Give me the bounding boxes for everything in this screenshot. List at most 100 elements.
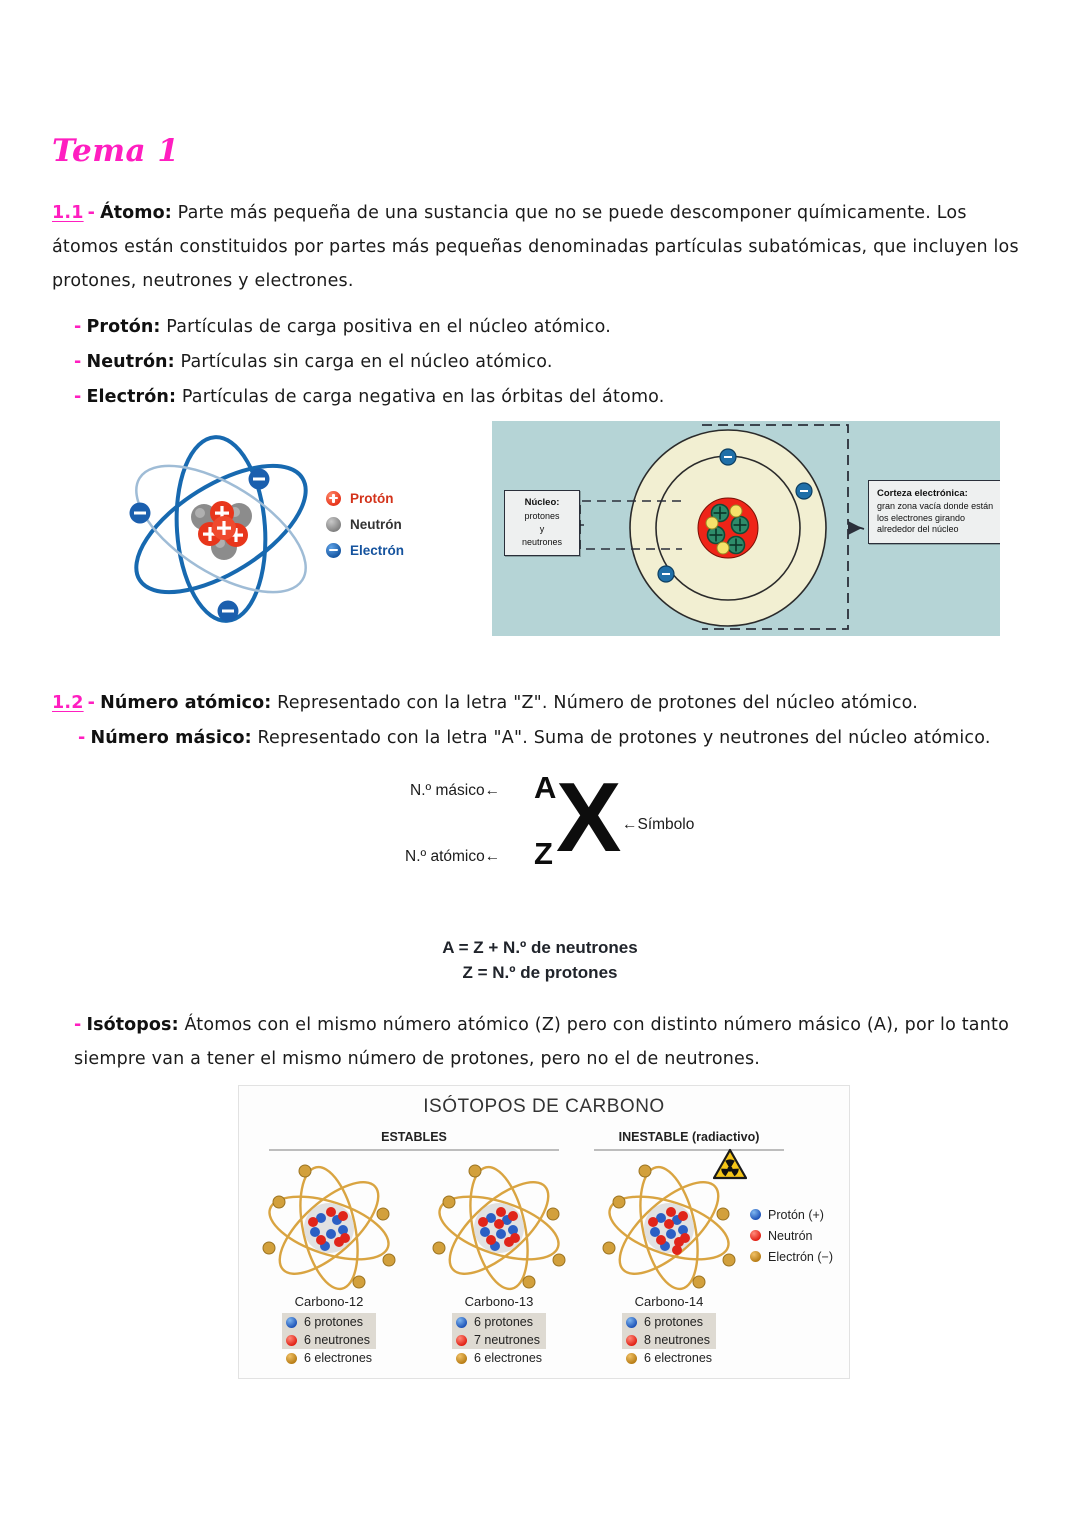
isotope-column-c13: Carbono-13 6 protones 7 neutrones 6 elec… bbox=[419, 1294, 579, 1369]
isotope-row-label: 6 protones bbox=[303, 1315, 364, 1329]
section-body: Parte más pequeña de una sustancia que n… bbox=[52, 203, 1019, 291]
isotopes-note: -Isótopos: Átomos con el mismo número at… bbox=[74, 1008, 1059, 1076]
blue-sphere-icon bbox=[625, 1316, 637, 1328]
callout-line: alrededor del núcleo bbox=[877, 524, 959, 534]
isotope-row: 6 electrones bbox=[282, 1349, 376, 1367]
bullet-neutron: -Neutrón: Partículas sin carga en el núc… bbox=[74, 345, 1034, 379]
isotope-atoms-svg bbox=[262, 1164, 736, 1291]
blue-sphere-icon bbox=[750, 1209, 762, 1220]
bullet-proton: -Protón: Partículas de carga positiva en… bbox=[74, 310, 1034, 344]
minus-circle-icon bbox=[326, 542, 341, 558]
bullet-body: Partículas de carga negativa en las órbi… bbox=[181, 387, 665, 407]
red-sphere-icon bbox=[285, 1334, 297, 1346]
red-sphere-icon bbox=[455, 1334, 467, 1346]
atomic-number-label: N.º atómico← bbox=[405, 848, 500, 866]
isotope-row: 6 electrones bbox=[452, 1349, 546, 1367]
callout-electron-shell: Corteza electrónica: gran zona vacía don… bbox=[868, 480, 1000, 544]
section-1-1: 1.1-Átomo: Parte más pequeña de una sust… bbox=[52, 196, 1037, 298]
mass-number-label: N.º másico← bbox=[410, 782, 500, 800]
electron-particles bbox=[129, 468, 270, 622]
legend-label: Protón (+) bbox=[768, 1207, 824, 1222]
isotope-row-label: 7 neutrones bbox=[473, 1333, 540, 1347]
red-sphere-icon bbox=[625, 1334, 637, 1346]
bullet-dash: - bbox=[74, 317, 82, 337]
gold-sphere-icon bbox=[750, 1251, 762, 1262]
isotope-row-label: 6 protones bbox=[643, 1315, 704, 1329]
isotope-row: 6 neutrones bbox=[281, 1331, 377, 1349]
bullet-dash: - bbox=[78, 728, 86, 748]
section-1-2-sub: -Número másico: Representado con la letr… bbox=[78, 721, 1058, 755]
isotope-row: 7 neutrones bbox=[451, 1331, 547, 1349]
isotope-name: Carbono-13 bbox=[464, 1294, 534, 1309]
mass-number-symbol: A bbox=[534, 770, 557, 805]
bullet-dash: - bbox=[74, 387, 82, 407]
isotope-row-label: 6 electrones bbox=[303, 1351, 373, 1365]
callout-title: Corteza electrónica: bbox=[877, 488, 968, 499]
callout-line: los electrones girando bbox=[877, 512, 966, 523]
isotope-row: 6 protones bbox=[451, 1313, 547, 1331]
carbon-isotopes-diagram: ISÓTOPOS DE CARBONO ESTABLES INESTABLE (… bbox=[238, 1085, 850, 1379]
legend-item-proton: Protón (+) bbox=[746, 1204, 837, 1225]
formula-line-z: Z = N.º de protones bbox=[462, 963, 618, 982]
symbol-label-text: Símbolo bbox=[637, 816, 695, 833]
atomic-number-symbol: Z bbox=[534, 836, 553, 871]
page-title: Tema 1 bbox=[52, 133, 180, 169]
plus-circle-icon bbox=[326, 490, 341, 506]
atomic-number-text: N.º atómico bbox=[405, 848, 485, 865]
callout-line: protones bbox=[524, 511, 560, 521]
legend-label: Protón bbox=[350, 490, 394, 506]
blue-sphere-icon bbox=[455, 1316, 467, 1328]
legend-item-neutron: Neutrón bbox=[326, 511, 404, 537]
isotope-rows: 6 protones 7 neutrones 6 electrones bbox=[451, 1313, 547, 1367]
formula-line-a: A = Z + N.º de neutrones bbox=[442, 938, 638, 957]
bullet-body: Representado con la letra "A". Suma de p… bbox=[257, 728, 991, 748]
isotope-column-c12: Carbono-12 6 protones 6 neutrones 6 elec… bbox=[249, 1294, 409, 1369]
isotope-row: 6 protones bbox=[281, 1313, 377, 1331]
section-1-2: 1.2-Número atómico: Representado con la … bbox=[52, 686, 1042, 720]
bullet-term: Isótopos: bbox=[86, 1015, 179, 1035]
legend-item-electron: Electrón bbox=[326, 537, 404, 563]
bullet-dash: - bbox=[74, 352, 82, 372]
isotopes-legend: Protón (+) Neutrón Electrón (−) bbox=[746, 1204, 837, 1267]
header-unstable: INESTABLE (radiactivo) bbox=[618, 1130, 760, 1144]
isotope-row-label: 6 electrones bbox=[643, 1351, 713, 1365]
element-symbol-x: X bbox=[556, 762, 622, 872]
isotope-rows: 6 protones 6 neutrones 6 electrones bbox=[281, 1313, 377, 1367]
isotope-column-c14: Carbono-14 6 protones 8 neutrones 6 elec… bbox=[589, 1294, 749, 1369]
arrow-icon: ← bbox=[484, 848, 501, 865]
isotope-row: 8 neutrones bbox=[621, 1331, 717, 1349]
bullet-term: Número másico: bbox=[90, 728, 252, 748]
isotope-rows: 6 protones 8 neutrones 6 electrones bbox=[621, 1313, 717, 1367]
legend-label: Neutrón bbox=[768, 1228, 813, 1243]
isotope-row-label: 6 protones bbox=[473, 1315, 534, 1329]
bullet-body: Partículas sin carga en el núcleo atómic… bbox=[180, 352, 553, 372]
atom-legend: Protón Neutrón Electrón bbox=[326, 485, 404, 563]
isotope-name: Carbono-12 bbox=[294, 1294, 364, 1309]
section-dash: - bbox=[87, 203, 96, 223]
legend-label: Electrón (−) bbox=[768, 1249, 833, 1264]
bullet-term: Neutrón: bbox=[86, 352, 175, 372]
callout-line: y bbox=[539, 524, 545, 534]
gray-sphere-icon bbox=[326, 516, 341, 532]
section-number: 1.2 bbox=[52, 693, 84, 713]
legend-item-electron: Electrón (−) bbox=[746, 1246, 837, 1267]
legend-item-neutron: Neutrón bbox=[746, 1225, 837, 1246]
section-term: Número atómico: bbox=[100, 693, 272, 713]
bullet-dash: - bbox=[74, 1015, 82, 1035]
callout-title: Núcleo: bbox=[524, 497, 560, 508]
section-number: 1.1 bbox=[52, 203, 84, 223]
isotope-row-label: 6 electrones bbox=[473, 1351, 543, 1365]
isotope-row: 6 electrones bbox=[622, 1349, 716, 1367]
section-dash: - bbox=[87, 693, 96, 713]
legend-label: Electrón bbox=[350, 542, 405, 558]
gold-sphere-icon bbox=[455, 1352, 467, 1364]
callout-nucleus: Núcleo: protones y neutrones bbox=[504, 490, 580, 556]
gold-sphere-icon bbox=[625, 1352, 637, 1364]
header-stable: ESTABLES bbox=[381, 1130, 447, 1144]
formula-block: A = Z + N.º de neutrones Z = N.º de prot… bbox=[0, 935, 1080, 985]
isotopes-figure-title: ISÓTOPOS DE CARBONO bbox=[423, 1096, 665, 1117]
section-term: Átomo: bbox=[100, 203, 172, 223]
section-body: Representado con la letra "Z". Número de… bbox=[277, 693, 919, 713]
header-stable-rule bbox=[269, 1149, 559, 1151]
